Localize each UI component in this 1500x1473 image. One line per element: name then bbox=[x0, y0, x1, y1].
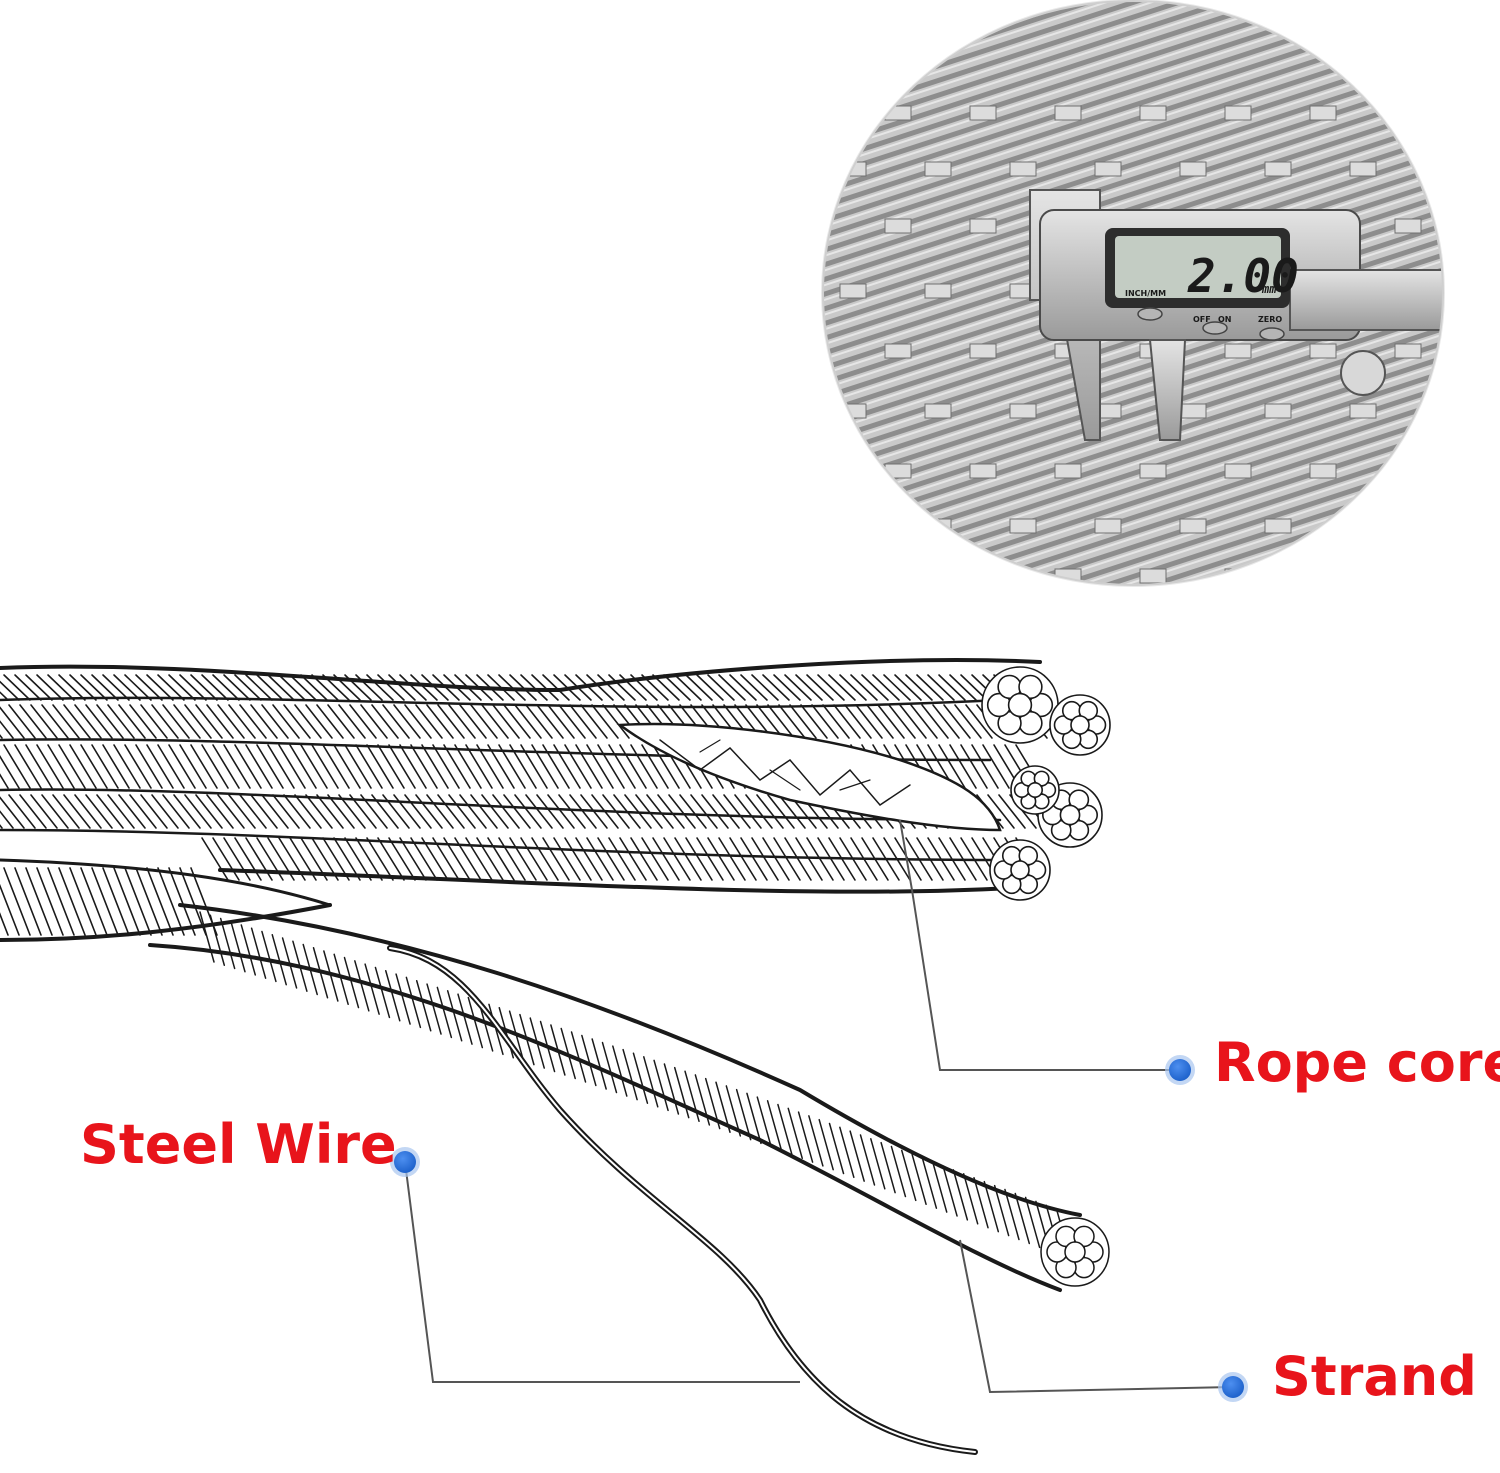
rope-core-label: Rope core bbox=[1214, 1031, 1500, 1094]
wire-rope-illustration bbox=[0, 658, 1111, 1455]
callout-dots bbox=[390, 1055, 1248, 1402]
blue-dot-icon bbox=[1169, 1059, 1191, 1081]
steel-wire-label: Steel Wire bbox=[80, 1113, 397, 1176]
digital-caliper: 2.00 mm INCH/MM OFF ON ZERO bbox=[1029, 189, 1443, 441]
steel-wire-leader bbox=[404, 1161, 800, 1383]
rope-core-leader bbox=[899, 819, 1175, 1071]
caliper-button-label: ON bbox=[1218, 315, 1232, 324]
strand-label: Strand bbox=[1272, 1345, 1477, 1408]
caliper-unit: mm bbox=[1261, 282, 1277, 296]
caliper-button-label: ZERO bbox=[1258, 315, 1282, 324]
caliper-button-label: INCH/MM bbox=[1125, 289, 1166, 298]
blue-dot-icon bbox=[1222, 1376, 1244, 1398]
caliper-reading: 2.00 bbox=[1187, 249, 1299, 303]
callout-leaders bbox=[404, 819, 1234, 1394]
caliper-button-label: OFF bbox=[1193, 315, 1211, 324]
caliper-inset-photo: 2.00 mm INCH/MM OFF ON ZERO bbox=[821, 0, 1445, 587]
strand-leader bbox=[959, 1239, 1234, 1394]
blue-dot-icon bbox=[394, 1151, 416, 1173]
